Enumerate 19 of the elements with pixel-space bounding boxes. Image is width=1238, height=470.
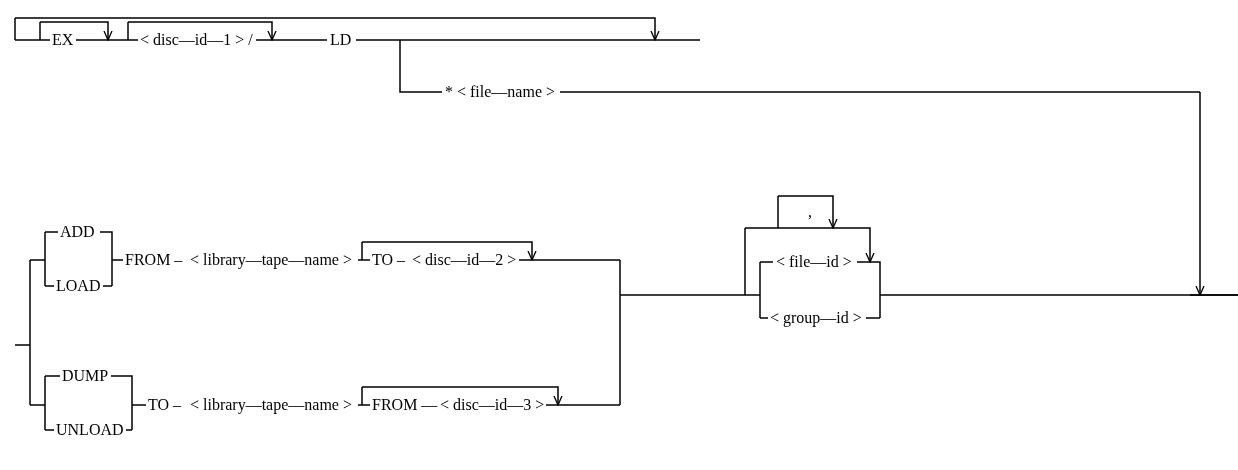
syntax-term: LOAD <box>56 277 101 295</box>
syntax-term: FROM — <box>372 396 438 414</box>
syntax-term: UNLOAD <box>56 421 124 439</box>
syntax-term: < disc—id—1 > / <box>140 31 253 49</box>
syntax-term: < library—tape—name > <box>190 251 352 269</box>
syntax-term: DUMP <box>62 367 109 385</box>
syntax-term: , <box>808 203 812 221</box>
syntax-term: < library—tape—name > <box>190 396 352 414</box>
syntax-term: EX <box>52 31 74 49</box>
syntax-term: LD <box>330 31 352 49</box>
syntax-term: < group—id > <box>770 309 862 327</box>
syntax-term: < disc—id—3 > <box>440 396 545 414</box>
syntax-term: TO – <box>372 251 406 269</box>
syntax-term: * < file—name > <box>445 83 555 101</box>
syntax-term: < file—id > <box>776 253 852 271</box>
syntax-term: < disc—id—2 > <box>412 251 517 269</box>
syntax-term: TO – <box>148 396 182 414</box>
syntax-term: ADD <box>60 223 95 241</box>
syntax-term: FROM – <box>125 251 183 269</box>
